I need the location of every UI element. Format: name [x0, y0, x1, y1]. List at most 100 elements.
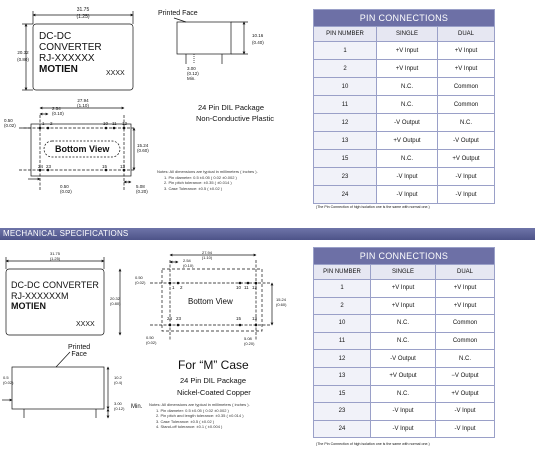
bottom-margin-mm: 0.50 — [60, 184, 69, 189]
m-notes: Notes: All dimensions are typical in mil… — [149, 402, 250, 430]
top-table-footnote: (The Pin Connection of high isolation on… — [316, 205, 430, 209]
pin-10-label: 10 — [103, 121, 109, 126]
m-left-margin-mm: 0.50 — [135, 275, 143, 280]
m-pin-13-label: 13 — [252, 316, 258, 321]
table-row: 23-V Input-V Input — [313, 402, 495, 421]
label-line-converter: DC-DC CONVERTER — [39, 31, 102, 53]
m-row-spacing-in: (0.60) — [276, 301, 287, 307]
mechanical-specifications-bar: MECHANICAL SPECIFICATIONS — [0, 228, 535, 240]
pin-11-label: 11 — [112, 121, 117, 126]
m-pin-offset-mm: 2.54 — [183, 258, 191, 263]
pin-number-cell: 12 — [313, 349, 371, 368]
m-br-spacing-in: (0.20) — [244, 340, 255, 346]
pin-number-cell: 23 — [313, 167, 377, 186]
note-line: 4. Stand-off tolerance: ±0.1 ( ±0.004 ) — [156, 424, 223, 430]
m-bottom-margin-in: (0.02) — [146, 339, 157, 345]
dual-cell: -V Input — [435, 419, 495, 439]
m-printed-face-label: Printed Face — [68, 344, 91, 358]
m-case-title: For “M” Case — [178, 358, 249, 372]
dual-cell: N.C. — [437, 113, 495, 132]
row-spacing-in: (0.60) — [137, 148, 149, 153]
single-cell: -V Input — [376, 185, 438, 204]
dual-cell: −V Output — [435, 366, 495, 386]
pin-offset-mm: 2.54 — [52, 106, 61, 111]
pin-number-cell: 23 — [313, 402, 371, 421]
label-line-brand: MOTIEN — [39, 64, 78, 75]
top-pin-connections-table: PIN CONNECTIONS PIN NUMBER SINGLE DUAL 1… — [313, 9, 495, 204]
single-cell: N.C. — [376, 149, 438, 168]
pin-24-label: 24 — [38, 164, 44, 169]
pin-number-cell: 15 — [313, 384, 371, 404]
note-line: Notes: All dimensions are typical in mil… — [149, 402, 250, 407]
bottom-pin-connections-table: PIN CONNECTIONS PIN NUMBER SINGLE DUAL 1… — [313, 247, 495, 439]
m-label-code: XXXX — [76, 321, 95, 328]
m-width-dim-in: (1.25) — [49, 255, 61, 261]
dual-cell: -V Input — [435, 402, 495, 421]
pin-number-cell: 24 — [313, 419, 371, 439]
dual-cell: +V Input — [435, 296, 495, 316]
m-pin-length-min: Min. — [131, 404, 143, 410]
m-width-dim-mm: 31.75 — [49, 251, 60, 256]
m-pin-24-label: 24 — [167, 316, 173, 321]
single-cell: +V Output — [376, 131, 438, 150]
note-line: 3. Case Tolerance: ±0.5 ( ±0.02 ) — [164, 185, 223, 191]
table-row: 23-V Input-V Input — [313, 167, 495, 186]
dual-cell: -V Output — [437, 131, 495, 150]
br-spacing-mm: 5.08 — [136, 184, 145, 189]
single-cell: -V Output — [370, 349, 436, 368]
table-row: 24-V Input-V Input — [313, 419, 495, 439]
dual-cell: +V Output — [437, 149, 495, 168]
top-view-outline — [32, 23, 134, 91]
m-bottom-margin-mm: 0.50 — [146, 335, 154, 340]
pin-number-cell: 1 — [313, 279, 371, 298]
pitch-total-mm: 27.94 — [77, 98, 89, 103]
top-mechanical-drawing — [19, 11, 248, 190]
table-row: 24-V Input-V Input — [313, 185, 495, 204]
table-caption: PIN CONNECTIONS — [313, 247, 495, 265]
pin-length-min: Min. — [187, 76, 196, 81]
m-left-margin-in: (0.02) — [135, 279, 146, 285]
note-line: 1. Pin diameter: 0.5 ±0.05 ( 0.02 ±0.002… — [156, 407, 229, 413]
m-package-subtitle: Nickel-Coated Copper — [177, 388, 251, 397]
m-pin-23-label: 23 — [176, 316, 182, 321]
single-cell: +V Input — [370, 279, 436, 298]
bottom-view-outline — [30, 123, 132, 177]
pin-number-cell: 11 — [313, 331, 371, 351]
m-row-spacing-mm: 15.24 — [276, 297, 287, 302]
label-line-model: RJ-XXXXXX — [39, 53, 95, 64]
note-line: 2. Pin pitch tolerance: ±0.35 ( ±0.014 ) — [164, 180, 232, 185]
dual-cell: Common — [435, 314, 495, 333]
m-label-line-brand: MOTIEN — [11, 301, 46, 311]
dual-cell: +V Input — [435, 279, 495, 298]
note-line: 3. Case Tolerance: ±0.5 ( ±0.02 ) — [156, 418, 215, 424]
width-dim-mm: 31.75 — [76, 7, 90, 13]
note-line: 2. Pin pitch and length tolerance: ±0.35… — [156, 413, 244, 419]
pin-number-cell: 1 — [313, 41, 377, 60]
left-margin-in: (0.02) — [4, 123, 16, 128]
m-pitch-total-in: (1.10) — [201, 254, 213, 260]
bottom-margin-in: (0.02) — [60, 189, 72, 194]
table-row: 2+V Input+V Input — [313, 296, 495, 316]
body-height-mm: 10.16 — [252, 33, 264, 38]
m-pin-12-label: 12 — [252, 285, 258, 290]
m-pin-offset-in: (0.10) — [183, 262, 194, 268]
bottom-view-label: Bottom View — [55, 144, 110, 154]
m-pin-1-label: 1 — [172, 285, 175, 290]
table-row: 1+V Input+V Input — [313, 41, 495, 60]
dual-cell: Common — [435, 331, 495, 351]
dual-cell: Common — [437, 77, 495, 96]
bottom-table-footnote: (The Pin Connection of high isolation on… — [316, 442, 430, 446]
br-spacing-in: (0.20) — [136, 189, 148, 194]
m-side-left-in: (0.02) — [3, 379, 14, 385]
col-header-dual: DUAL — [435, 264, 495, 280]
pin-number-cell: 12 — [313, 113, 377, 132]
pin-13-label: 13 — [120, 164, 126, 169]
table-row: 2+V Input+V Input — [313, 59, 495, 78]
table-row: 13+V Output−V Output — [313, 366, 495, 386]
